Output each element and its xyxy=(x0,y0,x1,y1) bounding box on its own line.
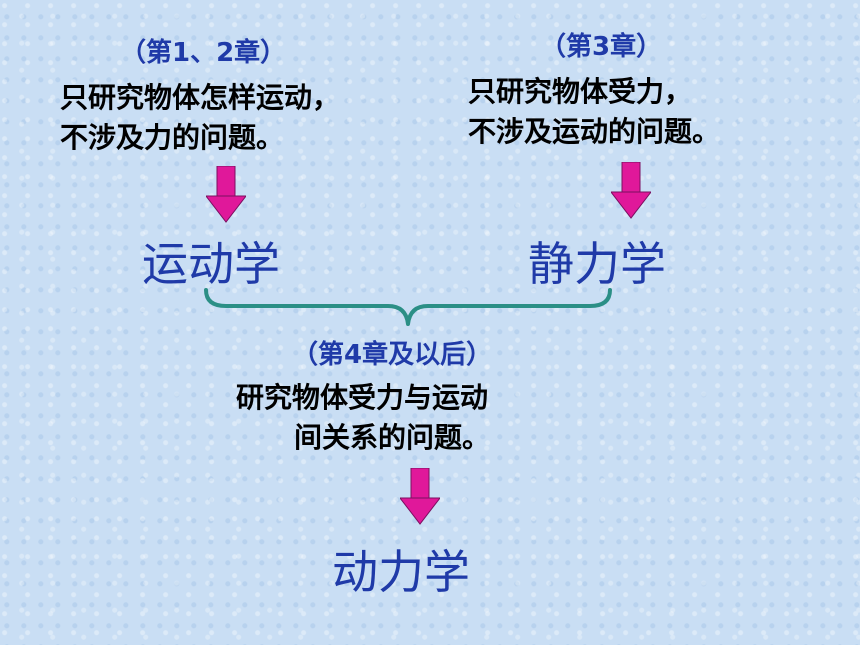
left-description-line-2: 不涉及力的问题。 xyxy=(60,121,285,154)
left-down-arrow-icon xyxy=(206,166,246,223)
right-description-line-1: 只研究物体受力， xyxy=(468,75,693,108)
right-subject-statics: 静力学 xyxy=(528,237,666,291)
left-subject-kinematics: 运动学 xyxy=(142,237,280,291)
bottom-down-arrow-icon xyxy=(400,468,440,525)
bottom-subject-dynamics: 动力学 xyxy=(332,545,470,599)
right-description-line-2: 不涉及运动的问题。 xyxy=(468,115,721,148)
right-down-arrow-icon xyxy=(611,162,651,219)
bottom-description-line-2: 间关系的问题。 xyxy=(294,421,491,454)
curly-brace-connector xyxy=(204,288,612,326)
left-chapter-label: （第1、2章） xyxy=(120,38,287,68)
left-description-line-1: 只研究物体怎样运动， xyxy=(60,81,341,114)
bottom-description-line-1: 研究物体受力与运动 xyxy=(236,381,489,414)
right-chapter-label: （第3章） xyxy=(540,32,663,62)
bottom-chapter-label: （第4章及以后） xyxy=(292,340,493,370)
